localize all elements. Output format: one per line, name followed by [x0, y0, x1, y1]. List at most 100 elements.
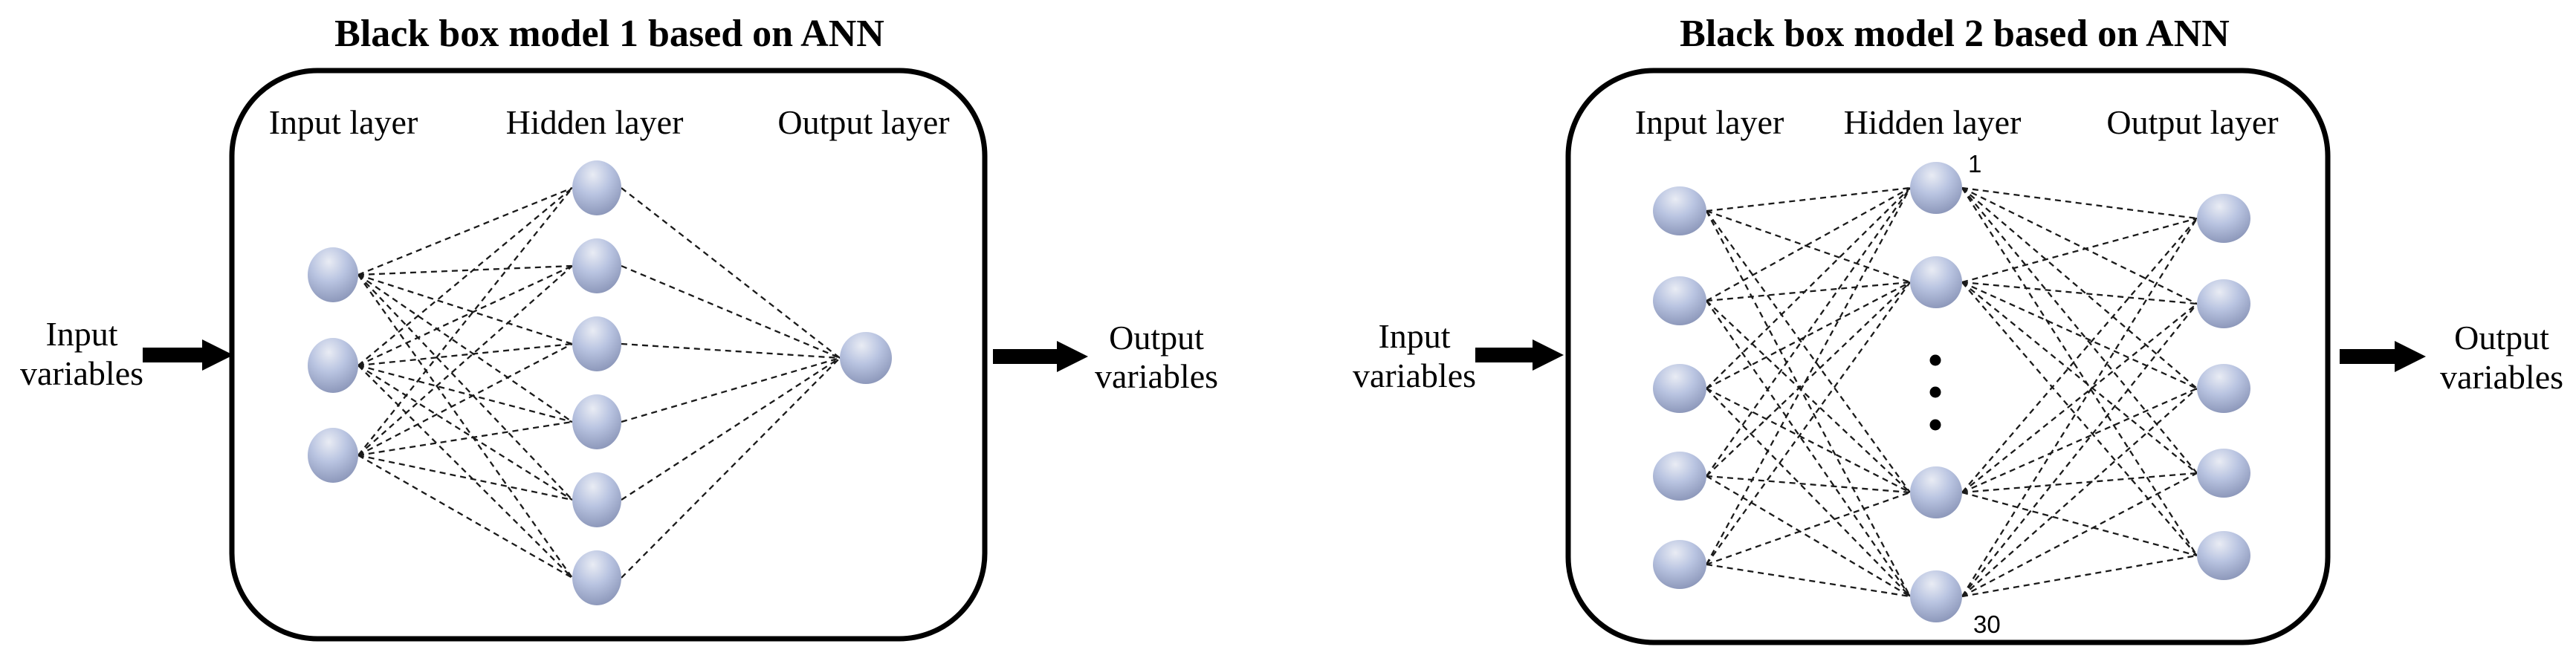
edge-line [1961, 491, 2198, 557]
edge-line [357, 273, 573, 345]
edge-line [1706, 387, 1911, 494]
edge-line [357, 342, 573, 367]
edge-line [1961, 303, 2198, 597]
hidden-neuron [1910, 256, 1962, 308]
input-neuron [1653, 276, 1706, 325]
panel-0-title: Black box model 1 based on ANN [334, 13, 884, 55]
panel-1-layer-label-0: Input layer [1635, 103, 1784, 141]
edge-line [1706, 209, 1911, 284]
panel-0-input-arrow [143, 339, 233, 371]
edge-line [357, 264, 573, 276]
panel-0-output-caption-line-0: Output [1109, 319, 1204, 357]
edge-line [621, 342, 841, 359]
edge-line [621, 264, 841, 359]
panel-1-layer-label-2: Output layer [2106, 103, 2278, 141]
panel-1-input-caption-line-0: Input [1378, 317, 1450, 355]
edge-line [357, 274, 573, 423]
panel-1-edges [1705, 186, 2198, 598]
edge-line [357, 342, 573, 457]
hidden-neuron [572, 472, 621, 527]
edge-line [1961, 281, 2198, 474]
edge-line [621, 357, 841, 423]
hidden-neuron [572, 160, 621, 215]
edge-line [357, 365, 573, 501]
panel-1-input-arrow [1475, 339, 1564, 371]
panel-0-edges [357, 186, 841, 579]
edge-line [1961, 387, 2198, 494]
edge-line [1706, 281, 1911, 390]
edge-line [1706, 186, 1911, 212]
edge-line [1961, 186, 2198, 305]
output-neuron [2197, 279, 2250, 328]
panel-0-layer-label-2: Output layer [777, 103, 949, 141]
edge-line [1706, 300, 1911, 597]
panel-1-nodes [1653, 162, 2250, 622]
edge-line [1706, 281, 1911, 477]
hidden-neuron [1910, 162, 1962, 214]
edge-line [1961, 281, 2198, 305]
panel-0-output-arrow [993, 341, 1088, 372]
hidden-neuron [572, 238, 621, 293]
input-neuron [1653, 452, 1706, 501]
edge-line [621, 357, 841, 501]
output-neuron [2197, 449, 2250, 498]
panel-0-input-caption-line-1: variables [20, 354, 143, 392]
panel-1-title: Black box model 2 based on ANN [1680, 13, 2230, 55]
hidden-neuron [1910, 570, 1962, 622]
input-neuron [1653, 364, 1706, 413]
edge-line [1706, 186, 1911, 302]
edge-line [1961, 281, 2198, 390]
output-neuron [2197, 364, 2250, 413]
panel-1-box [1565, 68, 2331, 645]
edge-line [1706, 563, 1911, 598]
edge-line [1961, 388, 2198, 597]
ellipsis-dot [1929, 419, 1941, 431]
hidden-neuron [572, 550, 621, 605]
edge-line [1706, 475, 1911, 494]
edge-line [1961, 472, 2198, 598]
edge-line [1705, 187, 1912, 565]
input-neuron [1653, 186, 1706, 235]
panel-model-1: Black box model 1 based on ANN Input lay… [20, 13, 1218, 642]
panel-model-2: Black box model 2 based on ANN Input lay… [1353, 13, 2563, 645]
edge-line [1961, 281, 2198, 556]
input-neuron [1653, 540, 1706, 589]
ellipsis-dot [1929, 354, 1941, 366]
edge-line [357, 365, 573, 579]
input-neuron [308, 338, 358, 393]
edge-line [1706, 187, 1911, 477]
panel-1-hidden-annotation-1: 30 [1973, 611, 2001, 638]
panel-1-hidden-annotation-0: 1 [1968, 150, 1981, 178]
panel-1-input-caption-line-1: variables [1353, 357, 1476, 394]
edge-line [1961, 186, 2198, 220]
panel-1-output-caption-line-1: variables [2440, 358, 2563, 396]
edge-line [1961, 303, 2198, 493]
panel-0-layer-label-1: Hidden layer [506, 103, 684, 141]
panel-1-layer-label-1: Hidden layer [1844, 103, 2022, 141]
edge-line [357, 454, 573, 501]
ellipsis-dot [1929, 386, 1941, 398]
edge-line [1706, 388, 1911, 597]
panel-0-input-caption-line-0: Input [45, 315, 117, 353]
edge-line [357, 420, 573, 457]
edge-line [1706, 281, 1911, 302]
edge-line [1706, 300, 1911, 493]
panel-0-output-caption-line-1: variables [1095, 357, 1218, 395]
edge-line [1961, 472, 2198, 494]
output-neuron [840, 332, 892, 384]
edge-line [1961, 217, 2198, 284]
edge-line [357, 187, 573, 456]
input-neuron [308, 428, 358, 483]
panel-0-layer-label-0: Input layer [269, 103, 418, 141]
panel-1-output-arrow [2340, 341, 2426, 372]
output-neuron [2197, 531, 2250, 580]
edge-line [621, 187, 841, 359]
panel-0-nodes [308, 160, 892, 605]
edge-line [1706, 491, 1911, 566]
edge-line [1961, 218, 2198, 493]
edge-line [357, 364, 573, 423]
edge-line [1961, 554, 2198, 598]
edge-line [1961, 218, 2198, 597]
edge-line [1706, 210, 1911, 493]
